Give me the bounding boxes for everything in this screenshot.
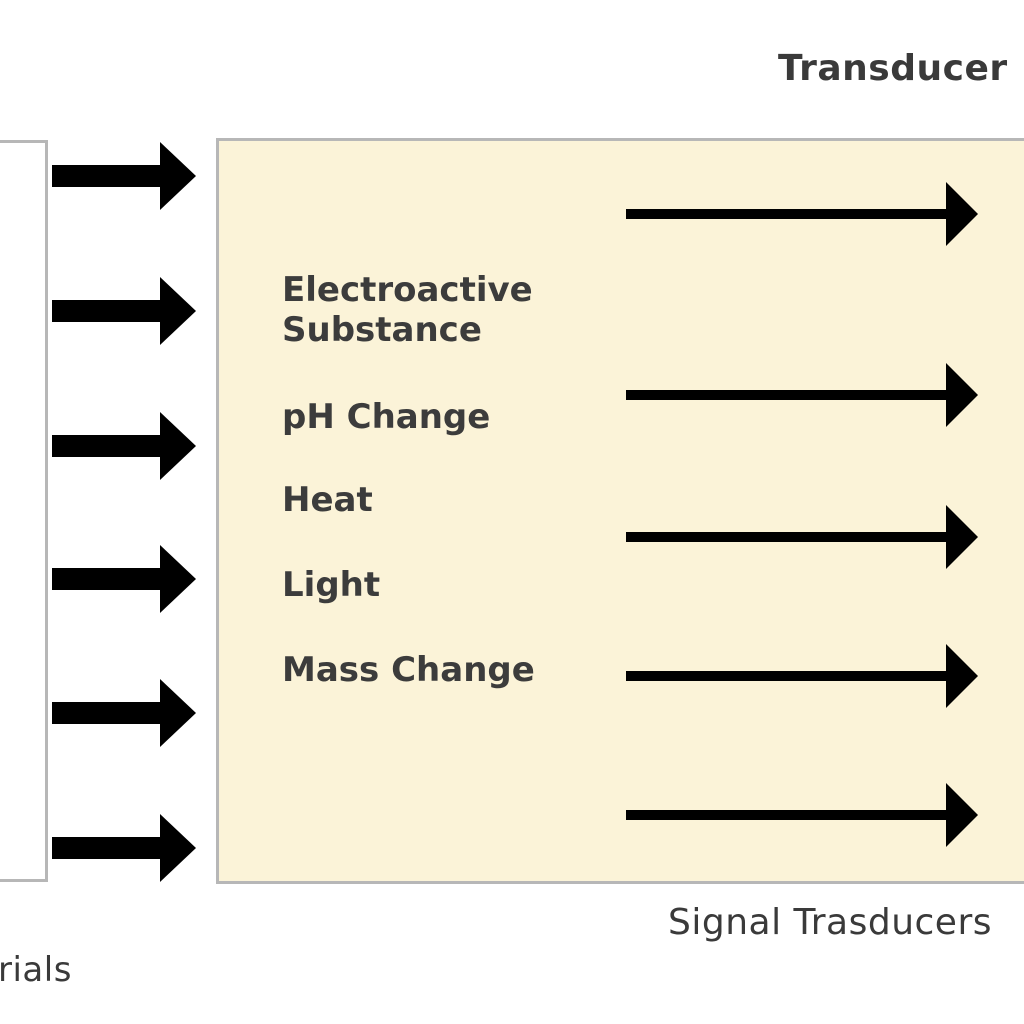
signal-arrow-1 bbox=[626, 182, 978, 246]
item-light: Light bbox=[282, 565, 381, 605]
item-mass-change: Mass Change bbox=[282, 650, 535, 690]
left-box bbox=[0, 140, 48, 882]
left-box-caption: rials bbox=[0, 950, 72, 990]
signal-arrow-2 bbox=[626, 363, 978, 427]
input-arrow-2 bbox=[52, 277, 196, 345]
input-arrow-6 bbox=[52, 814, 196, 882]
input-arrow-3 bbox=[52, 412, 196, 480]
item-electroactive-line1: Electroactive bbox=[282, 270, 533, 310]
signal-arrow-5 bbox=[626, 783, 978, 847]
input-arrow-4 bbox=[52, 545, 196, 613]
input-arrow-5 bbox=[52, 679, 196, 747]
signal-arrow-3 bbox=[626, 505, 978, 569]
item-heat: Heat bbox=[282, 480, 373, 520]
signal-arrow-4 bbox=[626, 644, 978, 708]
item-electroactive-line2: Substance bbox=[282, 310, 482, 350]
item-ph-change: pH Change bbox=[282, 397, 491, 437]
main-box bbox=[216, 138, 1024, 884]
transducer-label: Transducer bbox=[778, 48, 1008, 89]
signal-transducers-caption: Signal Trasducers bbox=[668, 902, 993, 943]
item-electroactive-substance: Electroactive Substance bbox=[282, 270, 533, 350]
input-arrow-1 bbox=[52, 142, 196, 210]
